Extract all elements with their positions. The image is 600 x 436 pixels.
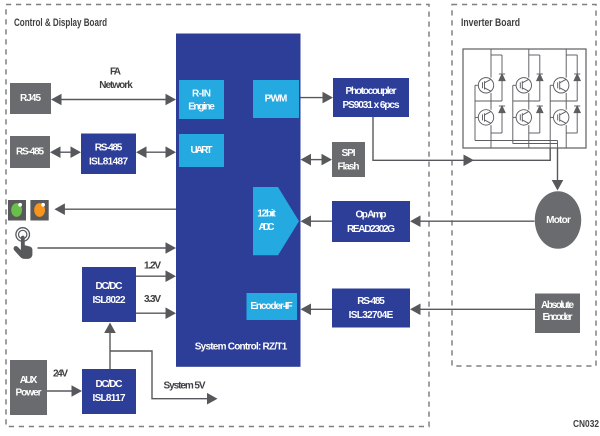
svg-text:SPI: SPI — [342, 148, 356, 159]
svg-text:RS-485: RS-485 — [357, 296, 385, 307]
svg-text:Encoder: Encoder — [543, 312, 573, 323]
svg-text:12bit: 12bit — [257, 208, 276, 219]
svg-text:1.2V: 1.2V — [144, 261, 161, 272]
svg-text:CN032: CN032 — [573, 419, 599, 430]
svg-text:Flash: Flash — [338, 162, 360, 173]
svg-text:Network: Network — [99, 80, 133, 91]
svg-text:Control & Display Board: Control & Display Board — [14, 17, 107, 29]
svg-text:Encoder-IF: Encoder-IF — [250, 301, 292, 312]
svg-text:PS9031 x 6pcs: PS9031 x 6pcs — [343, 100, 400, 111]
svg-text:AUX: AUX — [20, 375, 38, 386]
svg-text:3.3V: 3.3V — [144, 294, 161, 305]
svg-text:DC/DC: DC/DC — [96, 379, 123, 390]
svg-text:Op Amp: Op Amp — [356, 210, 387, 221]
svg-text:24V: 24V — [53, 368, 68, 379]
svg-text:ISL8022: ISL8022 — [93, 295, 126, 306]
svg-text:System Control: RZ/T1: System Control: RZ/T1 — [195, 341, 288, 352]
svg-text:R-IN: R-IN — [192, 89, 211, 100]
svg-text:DC/DC: DC/DC — [96, 281, 123, 292]
svg-text:Inverter Board: Inverter Board — [461, 17, 520, 29]
svg-text:ISL81487: ISL81487 — [89, 156, 128, 167]
svg-text:Motor: Motor — [546, 215, 571, 226]
svg-text:Power: Power — [16, 388, 42, 399]
svg-text:RS-485: RS-485 — [16, 147, 44, 158]
svg-text:System 5V: System 5V — [164, 381, 206, 392]
svg-text:Engine: Engine — [188, 102, 215, 113]
svg-text:ISL32704E: ISL32704E — [349, 310, 394, 321]
svg-text:ADC: ADC — [259, 222, 275, 233]
svg-text:UART: UART — [191, 145, 213, 156]
svg-text:Photocoupler: Photocoupler — [346, 86, 397, 97]
svg-text:RJ45: RJ45 — [20, 93, 41, 104]
svg-text:FA: FA — [110, 67, 121, 78]
svg-text:RS-485: RS-485 — [95, 143, 123, 154]
svg-text:READ2302G: READ2302G — [347, 224, 395, 235]
svg-text:ISL8117: ISL8117 — [93, 393, 126, 404]
svg-text:PWM: PWM — [265, 94, 288, 105]
svg-text:Absolute: Absolute — [541, 300, 574, 311]
